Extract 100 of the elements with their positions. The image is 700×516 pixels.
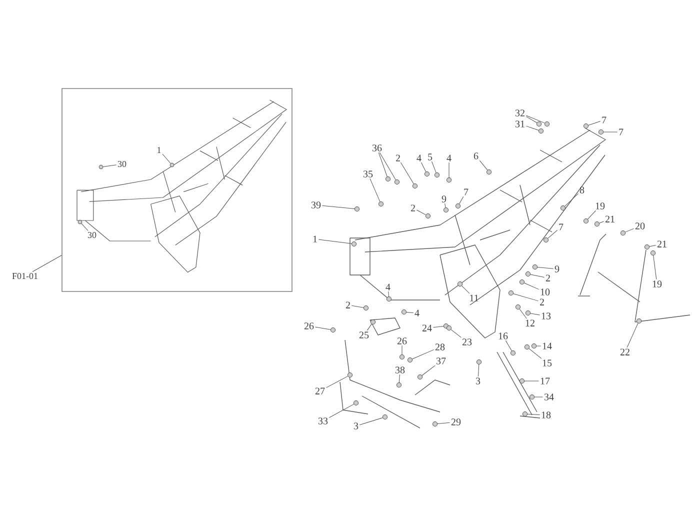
callout-number: 2 [410,204,415,212]
callout-number: 30 [118,160,126,168]
part-icon [396,382,402,388]
part-icon [378,202,384,206]
callout-number: 13 [542,312,551,320]
leader-line [599,221,604,224]
callout-number: 7 [559,224,564,230]
callout-number: 39 [312,202,321,208]
callout-number: 5 [428,154,432,160]
part-icon [386,176,390,182]
part-icon [394,180,400,184]
leader-line [432,326,444,328]
part-icon [418,374,422,380]
callout-number: 8 [580,186,584,194]
callout-number: 28 [435,344,445,350]
leader-line [649,245,656,247]
leader-line [379,152,396,180]
part-icon [434,172,440,178]
leader-line [314,326,331,330]
part-icon [382,414,388,420]
leader-line [32,255,62,272]
callout-number: 24 [422,324,432,332]
leader-line [437,422,450,424]
part-icon [532,264,538,270]
callout-number: 3 [354,422,358,430]
part-icon [444,208,448,212]
part-icon [526,310,530,316]
leader-line [422,365,436,376]
part-icon [400,354,404,360]
part-icon [508,290,514,296]
callout-number: 19 [596,202,605,210]
callout-number: 4 [446,154,452,162]
callout-number: 3 [476,378,480,384]
part-icon [532,344,536,348]
callout-number: 10 [540,288,550,296]
part-icon [446,326,452,330]
callout-number: 20 [635,222,645,230]
leader-line [625,228,634,232]
part-icon [456,204,460,208]
part-icon [584,124,588,128]
callout-number: 2 [540,298,544,306]
leader-line [416,210,426,216]
callout-number: 15 [542,360,552,366]
callout-number: 19 [652,280,662,288]
leader-line [421,162,426,172]
part-icon [476,360,482,364]
part-icon [424,172,430,176]
leader-line [406,312,414,313]
leader-line [102,164,117,167]
leader-line [359,418,383,426]
leader-line [530,313,540,316]
leader-line [398,374,400,383]
leader-line [519,308,527,319]
callout-number: 33 [318,418,328,424]
callout-number: 16 [498,332,508,340]
part-icon [524,344,530,350]
leader-line [527,414,540,415]
part-icon [598,130,604,134]
callout-number: 27 [315,388,325,394]
part-icon [486,170,492,174]
leader-line [444,203,446,208]
callout-number: 2 [346,302,350,308]
callout-number: 29 [451,418,461,426]
callout-number: 11 [470,294,478,302]
part-icon [364,306,368,310]
part-icon [352,242,356,246]
leader-line [534,396,544,398]
part-icon [620,230,626,236]
callout-number: 30 [88,232,96,238]
leader-line [432,161,436,173]
part-icon [526,272,530,276]
leader-line [526,116,538,123]
callout-number: 9 [554,266,560,272]
inset-frame [62,88,292,292]
part-icon [520,280,524,284]
part-icon [386,296,392,302]
callout-number: 14 [542,342,552,350]
leader-line [564,193,579,207]
leader-line [459,196,464,204]
callout-number: 7 [602,116,606,124]
leader-line [530,274,545,278]
callout-number: 26 [304,322,314,330]
part-icon [650,250,656,256]
callout-number: 4 [416,154,422,162]
part-icon [408,358,412,362]
part-icon [446,178,452,182]
leader-line [81,223,88,232]
part-icon [644,244,650,250]
part-icon [412,184,418,188]
leader-line [450,329,462,338]
part-icon [544,122,550,126]
leader-line [322,205,355,209]
leader-line [528,348,542,359]
leader-line [505,340,512,352]
leader-line [318,239,352,244]
callout-number: 23 [462,338,472,346]
leader-line [526,115,545,124]
callout-number: 21 [657,240,666,248]
part-icon [594,222,600,226]
leader-line [366,324,372,331]
